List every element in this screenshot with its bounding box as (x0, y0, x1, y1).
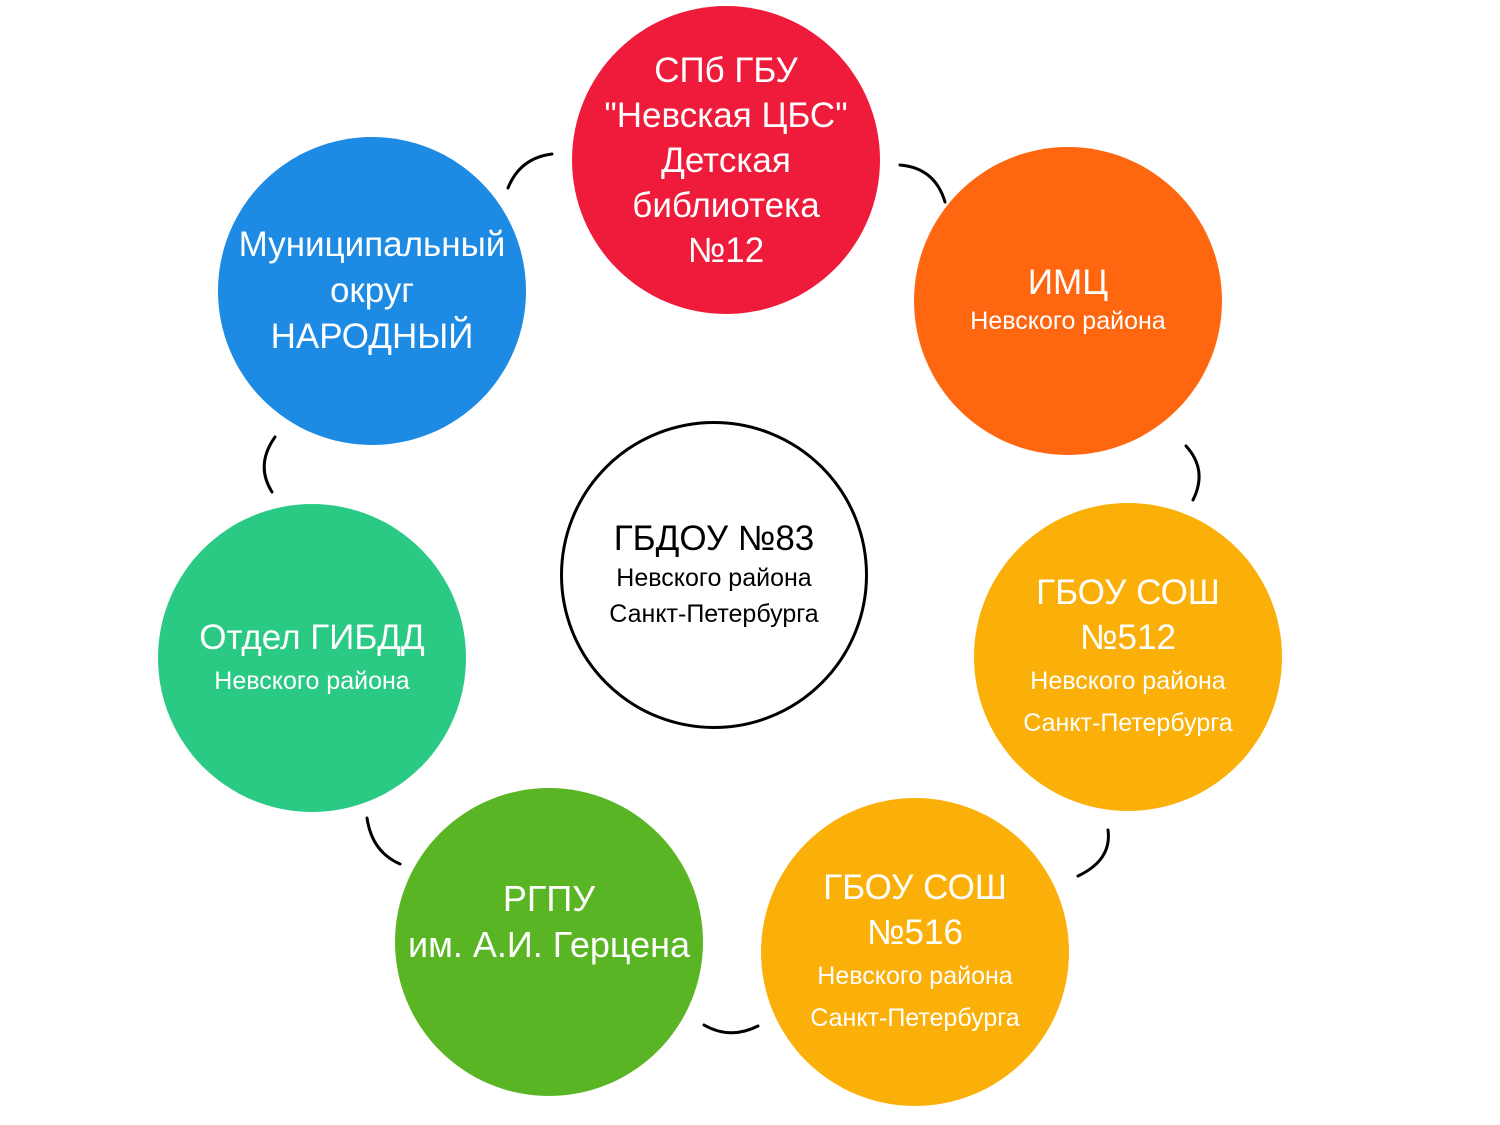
municipal-node: Муниципальный округ НАРОДНЫЙ (218, 137, 526, 445)
school512-line2: №512 (1080, 618, 1176, 657)
library-line5: №12 (687, 230, 765, 270)
connector-arc (1076, 828, 1110, 878)
school512-node: ГБОУ СОШ №512 Невского района Санкт-Пете… (974, 503, 1282, 811)
rgpu-node: РГПУ им. А.И. Герцена (395, 788, 703, 1096)
connector-arc (702, 1023, 760, 1035)
school512-line3: Невского района (1030, 667, 1226, 695)
school516-line4: Санкт-Петербурга (810, 1004, 1020, 1032)
school516-node: ГБОУ СОШ №516 Невского района Санкт-Пете… (761, 798, 1069, 1106)
library-line2: "Невская ЦБС" (604, 95, 848, 135)
imc-node: ИМЦ Невского района (914, 147, 1222, 455)
school516-line1: ГБОУ СОШ (823, 868, 1007, 907)
rgpu-line1: РГПУ (502, 878, 596, 919)
center-line2: Санкт-Петербурга (609, 600, 819, 628)
connector-arc (506, 152, 554, 190)
center-node: ГБДОУ №83 Невского района Санкт-Петербур… (560, 421, 868, 729)
gibdd-subtitle: Невского района (214, 666, 410, 695)
school512-line4: Санкт-Петербурга (1023, 709, 1233, 737)
imc-title: ИМЦ (1027, 263, 1109, 302)
connector-arc (1184, 444, 1201, 502)
connector-arc (898, 163, 947, 204)
municipal-line3: НАРОДНЫЙ (270, 317, 474, 356)
library-node: СПб ГБУ "Невская ЦБС" Детская библиотека… (572, 6, 880, 314)
school516-line3: Невского района (817, 962, 1013, 990)
library-line3: Детская (661, 140, 791, 180)
school512-line1: ГБОУ СОШ (1036, 573, 1220, 612)
library-line4: библиотека (632, 185, 820, 225)
rgpu-line2: им. А.И. Герцена (407, 924, 691, 965)
school516-line2: №516 (867, 913, 963, 952)
municipal-line1: Муниципальный (238, 225, 506, 264)
municipal-line2: округ (329, 271, 415, 310)
library-line1: СПб ГБУ (654, 50, 798, 90)
connector-arc (365, 816, 402, 866)
gibdd-node: Отдел ГИБДД Невского района (158, 504, 466, 812)
center-line1: Невского района (616, 564, 812, 592)
imc-subtitle: Невского района (970, 307, 1166, 335)
center-title: ГБДОУ №83 (613, 519, 815, 558)
gibdd-title: Отдел ГИБДД (199, 617, 425, 657)
connector-arc (262, 435, 277, 494)
